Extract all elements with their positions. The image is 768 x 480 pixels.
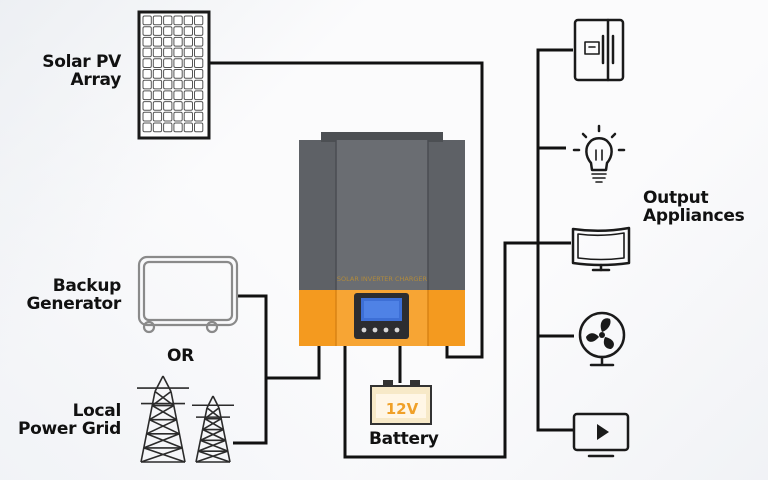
or-label: OR (167, 346, 194, 366)
solar-pv-label: Solar PV Array (10, 53, 121, 89)
power-grid-label-line1: Local (72, 401, 122, 421)
output-appliances-label-line2: Appliances (643, 206, 745, 226)
solar-panel-icon (137, 10, 211, 140)
backup-generator-label-line2: Generator (26, 294, 122, 314)
light-bulb-icon (572, 124, 626, 183)
tv-icon (571, 226, 631, 272)
battery-icon: 12V (370, 380, 432, 425)
inverter-brand-text: SOLAR INVERTER CHARGER (337, 275, 428, 283)
generator-icon (137, 255, 239, 334)
output-appliances-label-line1: Output (643, 188, 709, 208)
fan-icon (578, 311, 626, 367)
backup-generator-label-line1: Backup (52, 276, 122, 296)
fridge-icon (573, 18, 625, 82)
output-appliances-label: Output Appliances (643, 188, 745, 226)
wiring (209, 48, 574, 459)
wire-inverter-to-battery-neg (343, 241, 538, 459)
wire-output-bus (536, 48, 573, 432)
wire-grid-to-inverter (233, 345, 321, 445)
solar-pv-label-line2: Array (70, 70, 122, 90)
power-grid-label-line2: Power Grid (17, 419, 121, 439)
solar-pv-label-line1: Solar PV (42, 52, 121, 72)
battery-label: Battery (369, 429, 439, 449)
inverter-unit: SOLAR INVERTER CHARGER (299, 132, 465, 346)
backup-generator-label: Backup Generator (4, 276, 122, 314)
battery-voltage-text: 12V (386, 400, 419, 418)
power-grid-label: Local Power Grid (0, 402, 121, 438)
wire-generator-to-inverter (237, 294, 268, 378)
power-tower-icon (137, 375, 234, 463)
media-player-icon (572, 412, 630, 458)
wire-solar-to-inverter (209, 61, 484, 359)
